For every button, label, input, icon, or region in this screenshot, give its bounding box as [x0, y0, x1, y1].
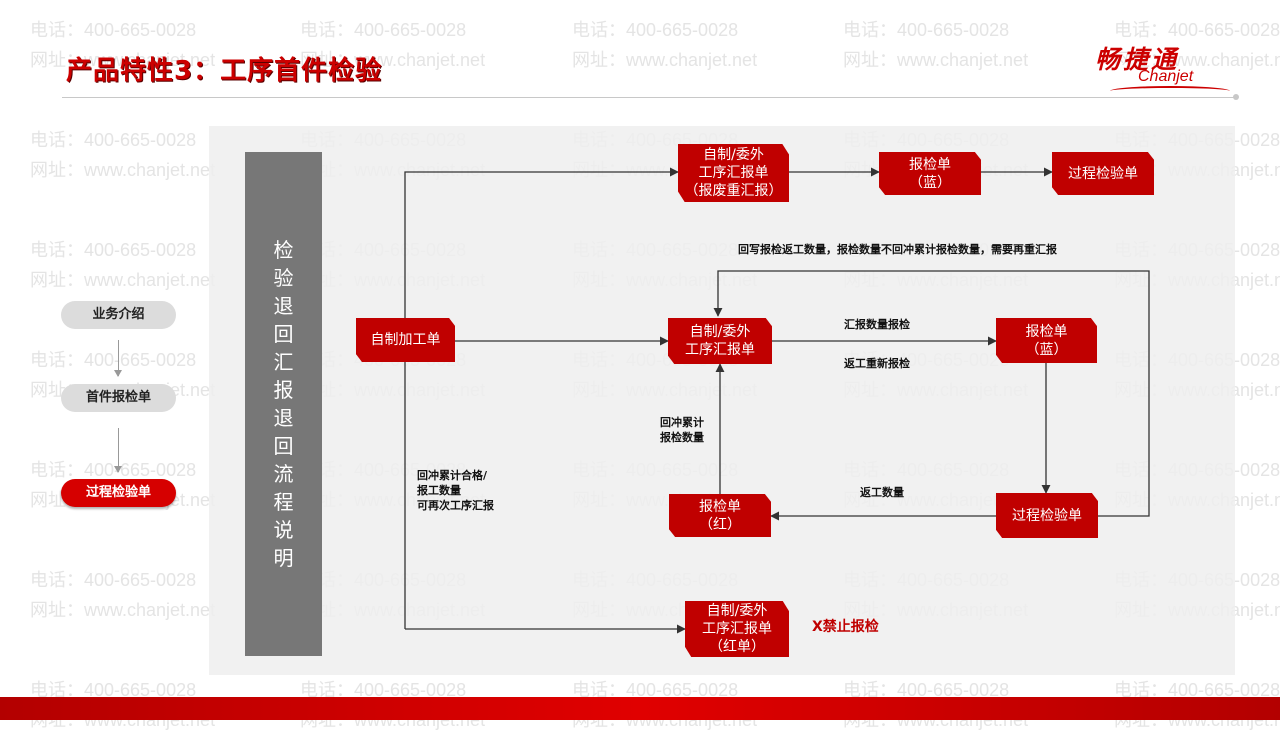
node-process-inspection-mid: 过程检验单	[996, 493, 1098, 538]
nav-item-first-inspection[interactable]: 首件报检单	[61, 384, 176, 412]
node-rework-process-report: 自制/委外 工序汇报单 （报废重汇报）	[678, 144, 789, 202]
brand-logo-en: Chanjet	[1138, 68, 1194, 85]
nav-item-process-inspection[interactable]: 过程检验单	[61, 479, 176, 507]
nav-item-business-intro[interactable]: 业务介绍	[61, 301, 176, 329]
connector-processing-to-rework	[404, 167, 679, 318]
nav-arrow-down-icon	[114, 428, 122, 473]
label-forbid-inspection: X禁止报检	[812, 619, 879, 635]
label-writeback-cumulative: 回冲累计 报检数量	[660, 416, 704, 444]
nav-arrow-down-icon	[114, 340, 122, 377]
diagram-sidebar: 检验退回汇报退回流程说明	[245, 152, 322, 656]
title-divider-dot	[1233, 94, 1239, 100]
page-title: 产品特性3：工序首件检验	[66, 56, 383, 86]
node-inspection-red: 报检单 （红）	[669, 494, 771, 537]
node-self-processing-order: 自制加工单	[356, 318, 455, 362]
diagram-panel	[209, 126, 1235, 675]
node-inspection-blue-mid: 报检单 （蓝）	[996, 318, 1097, 363]
brand-logo-cn: 畅捷通	[1095, 45, 1180, 74]
flow-connectors	[404, 167, 1150, 634]
label-writeback: 回写报检返工数量，报检数量不回冲累计报检数量，需要再重汇报	[738, 243, 1057, 256]
node-inspection-blue-top: 报检单 （蓝）	[879, 152, 981, 195]
title-divider	[62, 97, 1234, 98]
sidebar-title: 检验退回汇报退回流程说明	[273, 238, 294, 570]
label-writeback-qualified: 回冲累计合格/ 报工数量 可再次工序汇报	[417, 469, 494, 512]
label-report-qty: 汇报数量报检	[844, 318, 910, 331]
brand-logo-swoosh-icon	[1110, 86, 1230, 96]
node-process-inspection-top: 过程检验单	[1052, 152, 1154, 195]
label-rework-qty: 返工数量	[860, 486, 904, 499]
label-rework-reinspect: 返工重新报检	[844, 357, 910, 370]
footer-bar	[0, 697, 1280, 720]
node-red-process-report: 自制/委外 工序汇报单 （红单）	[685, 601, 789, 657]
connector-writeback-loop	[713, 270, 1150, 517]
node-process-report-main: 自制/委外 工序汇报单	[668, 318, 772, 364]
